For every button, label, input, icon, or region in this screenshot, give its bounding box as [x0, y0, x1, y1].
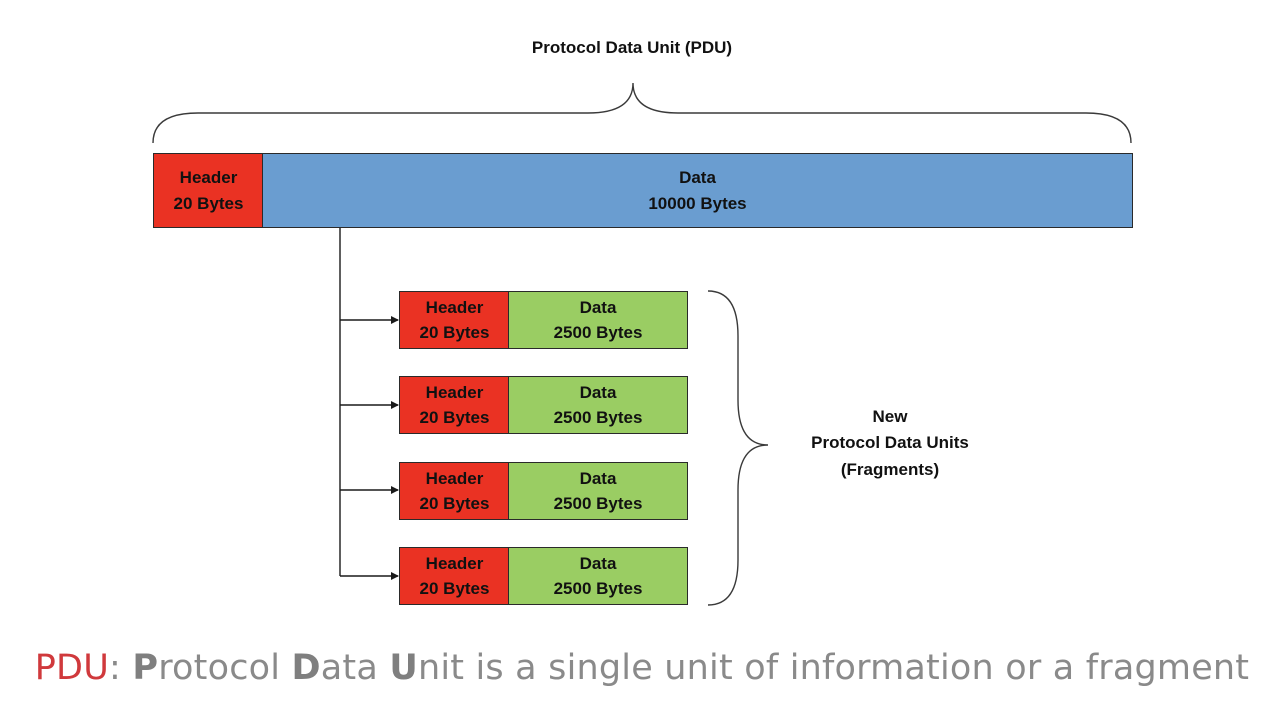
fragment-header-block: Header 20 Bytes	[399, 462, 510, 520]
fragment-header-size: 20 Bytes	[419, 579, 490, 598]
fragment-header-size: 20 Bytes	[419, 494, 490, 513]
fragment-data-size: 2500 Bytes	[553, 494, 643, 513]
caption-text-ata: ata	[320, 648, 390, 688]
fragment-data-label: Data	[579, 382, 617, 402]
caption-acronym: PDU	[34, 648, 110, 688]
fragment-data-size: 2500 Bytes	[553, 323, 643, 342]
pdu-data-label: Data	[679, 168, 716, 187]
pdu-data-block: Data 10000 Bytes	[262, 153, 1133, 228]
fragment-data-block: Data 2500 Bytes	[508, 462, 688, 520]
fragments-brace	[707, 290, 769, 606]
caption-letter-u: U	[389, 648, 418, 688]
caption-letter-d: D	[291, 648, 321, 688]
caption-colon: :	[109, 648, 133, 688]
fragments-label-line1: New	[872, 407, 908, 426]
fragment-header-label: Header	[425, 382, 484, 402]
fragment-data-label: Data	[579, 297, 617, 317]
pdu-header-label: Header	[179, 168, 238, 187]
fragment-header-block: Header 20 Bytes	[399, 291, 510, 349]
fragments-label-line2: Protocol Data Units	[811, 433, 969, 453]
fragment-data-block: Data 2500 Bytes	[508, 291, 688, 349]
fragment-header-block: Header 20 Bytes	[399, 376, 510, 434]
fragment-header-size: 20 Bytes	[419, 323, 490, 342]
fragment-header-label: Header	[425, 468, 484, 488]
fragments-label: New Protocol Data Units (Fragments)	[780, 404, 1000, 483]
fragment-data-size: 2500 Bytes	[553, 579, 643, 598]
fragments-label-line3: (Fragments)	[840, 459, 940, 479]
fragment-data-label: Data	[579, 553, 617, 573]
fragment-data-block: Data 2500 Bytes	[508, 547, 688, 605]
fragment-data-block: Data 2500 Bytes	[508, 376, 688, 434]
pdu-brace	[152, 82, 1132, 144]
caption-letter-p: P	[132, 648, 159, 688]
pdu-data-size: 10000 Bytes	[648, 193, 747, 213]
fragment-header-label: Header	[425, 553, 484, 573]
fragment-header-block: Header 20 Bytes	[399, 547, 510, 605]
pdu-header-block: Header 20 Bytes	[153, 153, 264, 228]
caption-text-rotocol: rotocol	[158, 648, 292, 688]
diagram-lines	[152, 82, 1132, 606]
fragment-header-size: 20 Bytes	[419, 408, 490, 427]
pdu-title: Protocol Data Unit (PDU)	[531, 38, 733, 57]
caption-text-rest: nit is a single unit of information or a…	[417, 648, 1250, 688]
pdu-definition-caption: PDU: Protocol Data Unit is a single unit…	[0, 648, 1284, 688]
fragment-data-size: 2500 Bytes	[553, 408, 643, 427]
fragment-data-label: Data	[579, 468, 617, 488]
pdu-header-size: 20 Bytes	[173, 193, 244, 213]
fragment-header-label: Header	[425, 297, 484, 317]
